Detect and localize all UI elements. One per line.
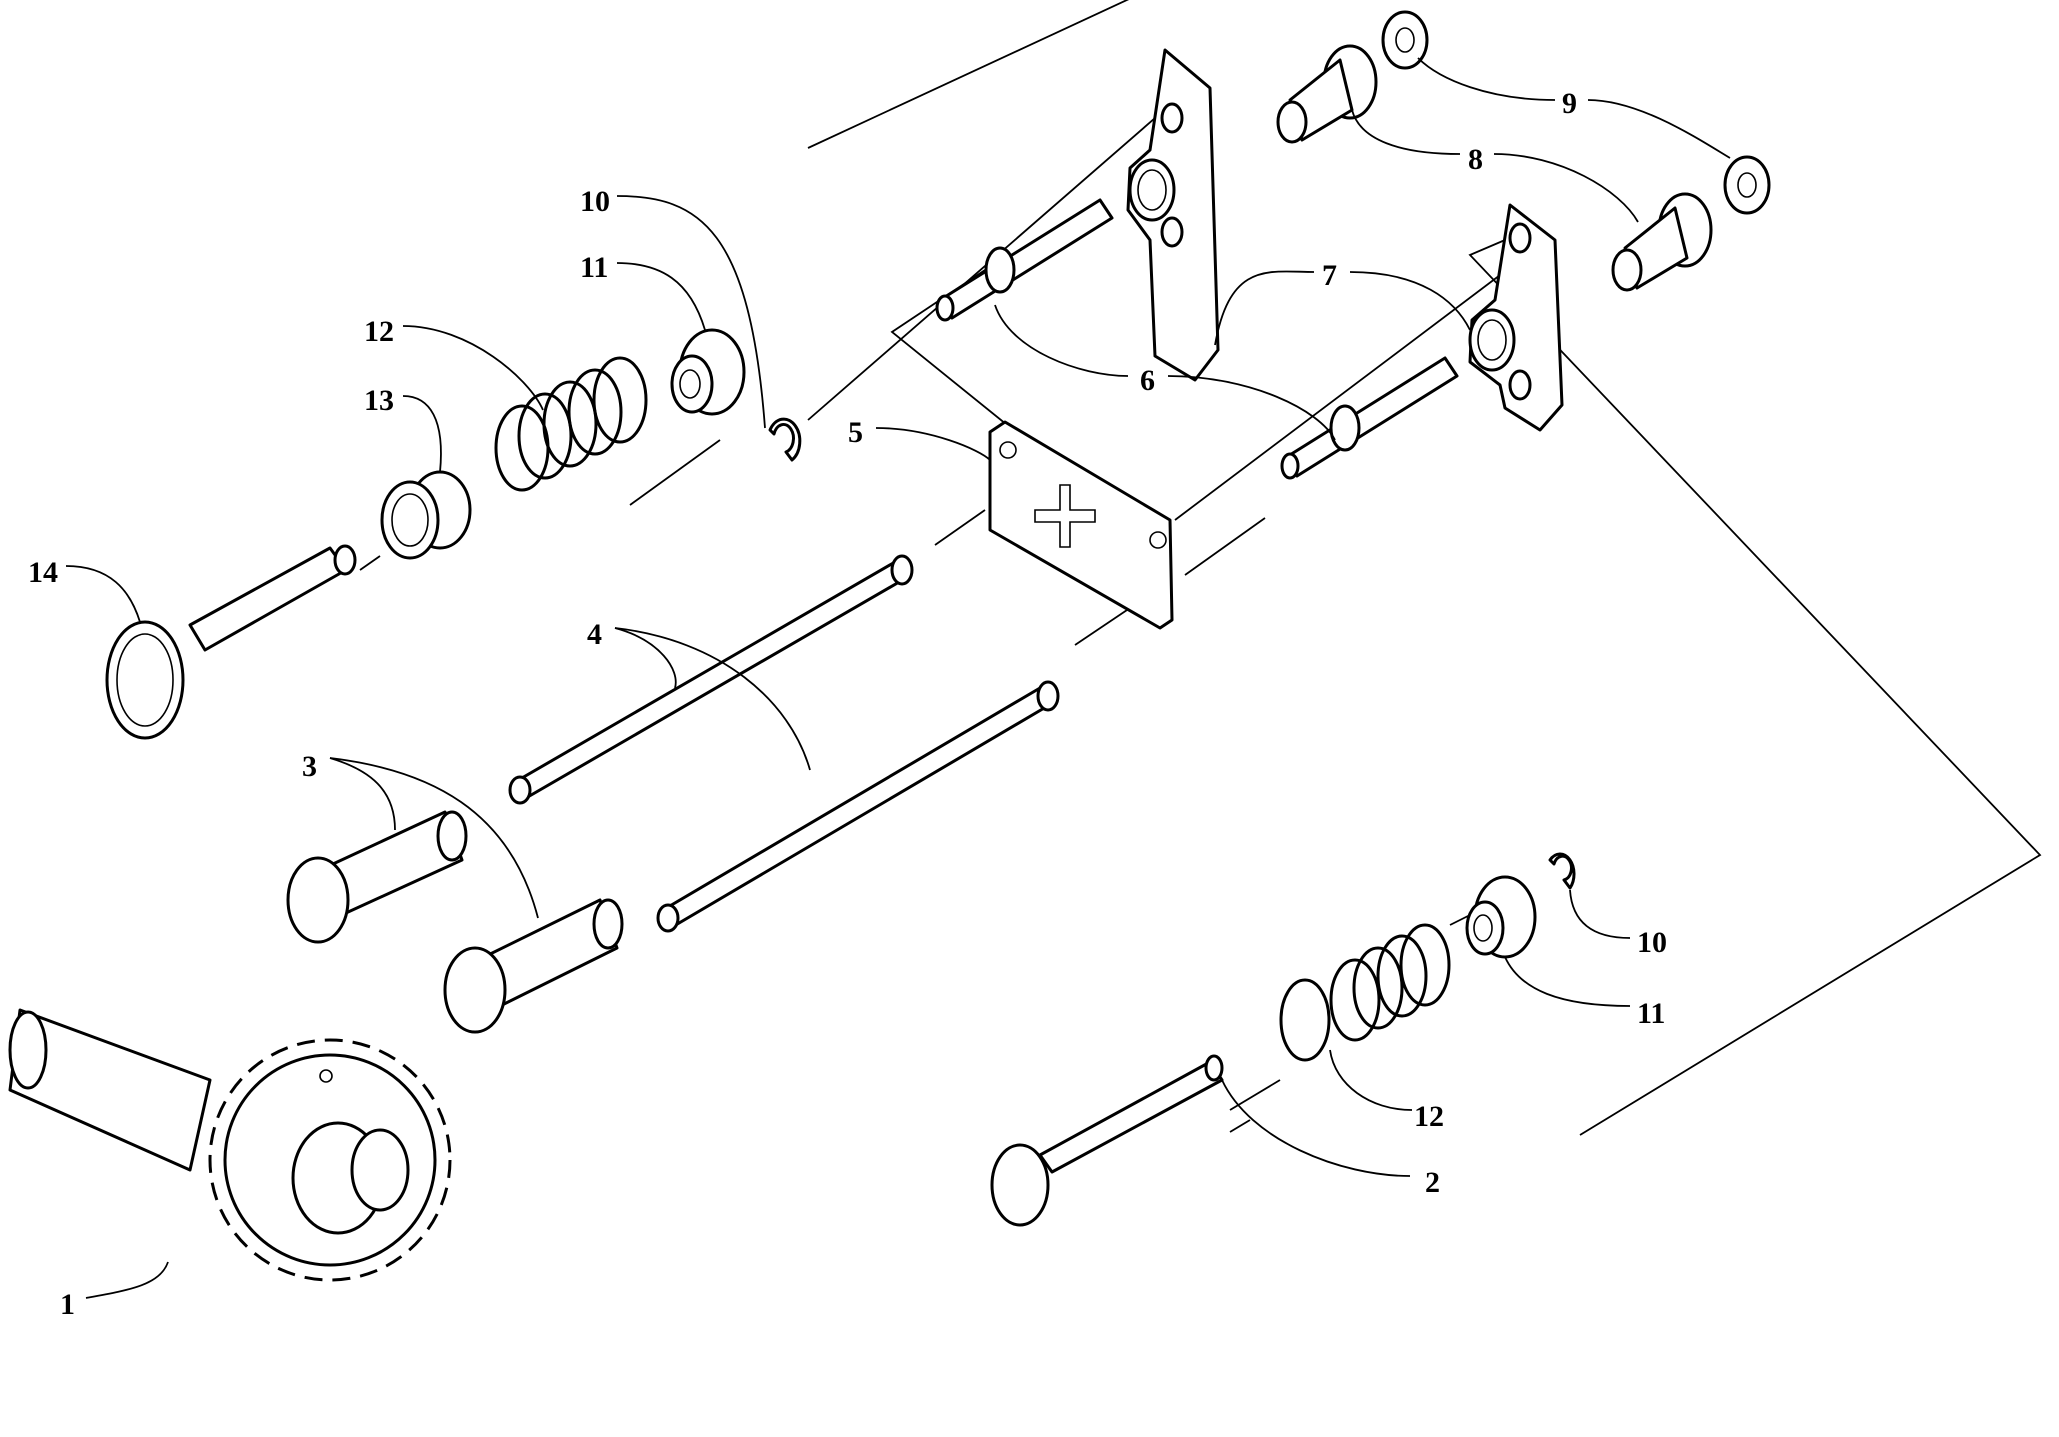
callout-10-upper: 10 — [580, 185, 610, 218]
guide-plate-5 — [988, 420, 1174, 630]
valve-14 — [105, 544, 357, 740]
callout-2: 2 — [1425, 1166, 1440, 1199]
valve-spring-12b — [1279, 923, 1451, 1062]
callout-14: 14 — [28, 556, 58, 589]
nut-9a — [1381, 10, 1429, 70]
callout-12-upper: 12 — [364, 315, 394, 348]
axis-line-valve14 — [359, 555, 381, 571]
retainer-11b — [1465, 875, 1537, 959]
callout-11-upper: 11 — [580, 251, 608, 284]
callout-5: 5 — [848, 416, 863, 449]
pivot-8a — [1276, 44, 1378, 144]
rocker-arm-7a — [1126, 48, 1220, 382]
callout-leaders — [65, 57, 1731, 1299]
callout-6: 6 — [1140, 364, 1155, 397]
callout-1: 1 — [60, 1288, 75, 1321]
keeper-10b — [1548, 852, 1576, 890]
camshaft-gear-1 — [8, 1008, 452, 1282]
valve-spring-12a — [494, 356, 648, 492]
bracket-line-7 — [1468, 239, 2042, 1136]
callout-12-lower: 12 — [1414, 1100, 1444, 1133]
callout-4: 4 — [587, 618, 602, 651]
tappet-3b — [443, 898, 624, 1034]
axis-line-retainer — [1449, 914, 1471, 926]
callout-11-lower: 11 — [1637, 997, 1665, 1030]
stud-6b — [1280, 356, 1459, 480]
axis-line-seal — [629, 439, 721, 506]
axis-line-valve2 — [1229, 1119, 1251, 1133]
rocker-arm-7b — [1468, 203, 1564, 432]
stud-6a — [935, 198, 1114, 322]
callout-3: 3 — [302, 750, 317, 783]
callout-7: 7 — [1322, 259, 1337, 292]
push-rod-4a — [508, 554, 914, 805]
pivot-8b — [1611, 192, 1713, 292]
axis-line-rocker — [1174, 259, 1521, 521]
axis-line-plate — [1184, 517, 1266, 576]
tappet-3a — [286, 810, 468, 944]
nut-9b — [1723, 155, 1771, 215]
push-rod-4b — [656, 680, 1060, 933]
retainer-11a — [670, 328, 746, 416]
callout-10-lower: 10 — [1637, 926, 1667, 959]
axis-line-pushrod2 — [1074, 607, 1131, 646]
callout-labels: 1 2 3 4 5 6 7 8 9 10 11 12 13 14 10 11 1… — [28, 87, 1667, 1321]
axis-line — [807, 0, 1130, 149]
valve-seal-13 — [380, 470, 472, 560]
callout-8: 8 — [1468, 143, 1483, 176]
callout-13: 13 — [364, 384, 394, 417]
valve-2 — [990, 1054, 1224, 1227]
callout-9: 9 — [1562, 87, 1577, 120]
axis-line-pushrod — [934, 509, 986, 546]
keeper-10a — [768, 417, 802, 462]
